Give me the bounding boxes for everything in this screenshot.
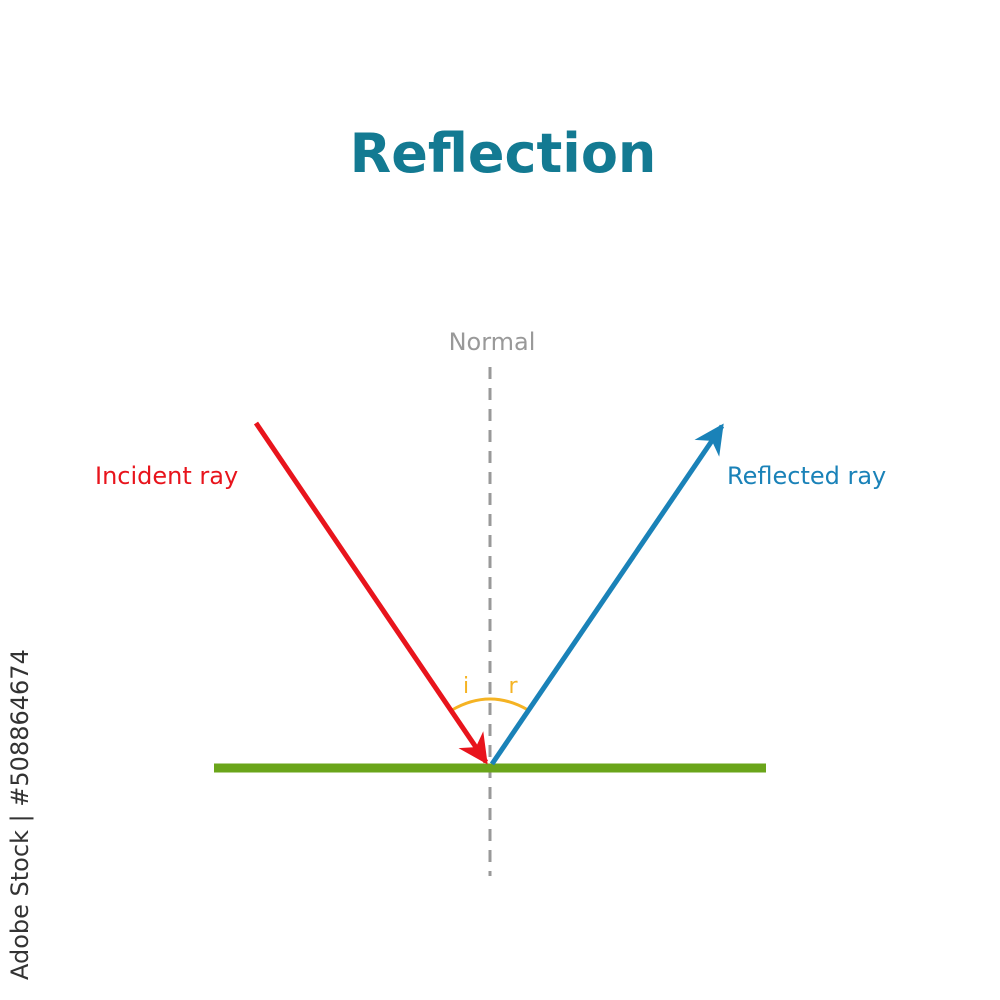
angle-arc [451,697,529,712]
reflected-ray-label: Reflected ray [727,462,886,490]
incident-ray-label: Incident ray [95,462,238,490]
angle-r-label: r [508,674,518,699]
normal-label: Normal [449,328,536,356]
incident-ray [253,421,489,765]
watermark-stock-id: Adobe Stock | #508864674 [6,649,34,980]
reflected-ray [489,423,725,766]
angle-i-label: i [463,674,469,699]
diagram-title: Reflection [350,122,657,185]
